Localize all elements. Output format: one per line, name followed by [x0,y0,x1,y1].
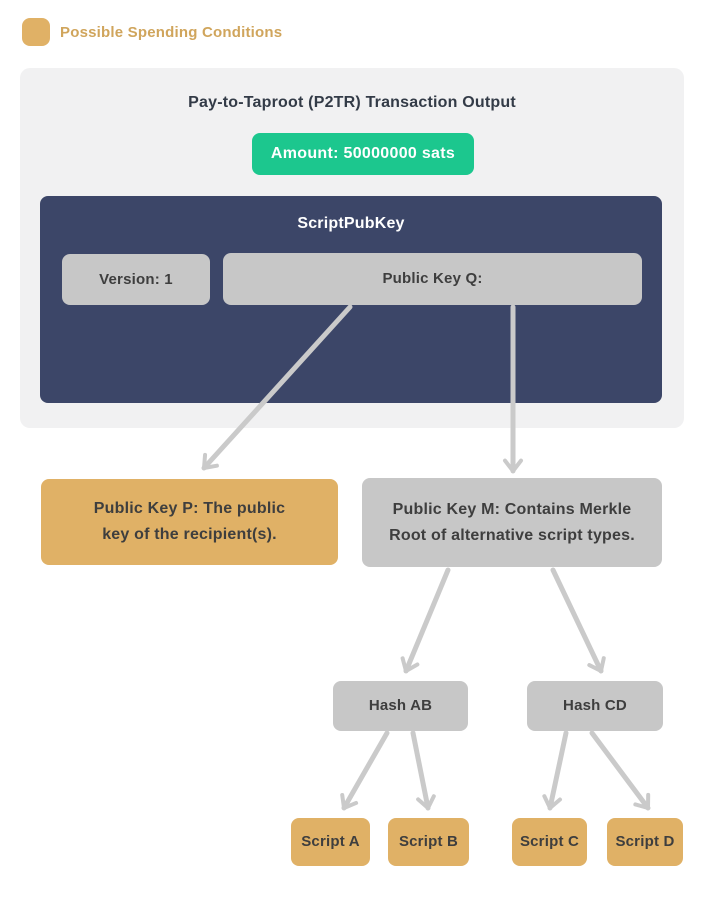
legend-gold-swatch [22,18,50,46]
pubkey-m-line1: Public Key M: Contains Merkle [392,500,632,518]
pubkey-p-node: Public Key P: The public key of the reci… [41,479,338,565]
pubkey-p-line1: Public Key P: The public [93,500,286,517]
pubkey-m-node: Public Key M: Contains Merkle Root of al… [362,478,662,567]
arrow-ab-to-script-b [410,730,436,811]
arrow-m-to-hash-cd [550,567,606,674]
version-box: Version: 1 [62,254,210,305]
script-d-node: Script D [607,818,683,866]
script-b-node: Script B [388,818,469,866]
arrow-cd-to-script-d [589,730,651,811]
scriptpubkey-label: ScriptPubKey [297,215,405,232]
legend-label: Possible Spending Conditions [60,23,283,41]
amount-badge: Amount: 50000000 sats [252,133,474,175]
hash-cd-node: Hash CD [527,681,663,731]
arrow-cd-to-script-c [542,730,569,811]
transaction-output-panel: Pay-to-Taproot (P2TR) Transaction Output… [20,68,684,428]
hash-ab-node: Hash AB [333,681,468,731]
panel-title: Pay-to-Taproot (P2TR) Transaction Output [188,94,516,111]
scriptpubkey-box: ScriptPubKey Version: 1 Public Key Q: [40,196,662,403]
pubkey-q-box: Public Key Q: [223,253,642,305]
script-a-node: Script A [291,818,370,866]
pubkey-m-line2: Root of alternative script types. [389,526,635,544]
arrow-ab-to-script-a [340,730,390,811]
pubkey-p-line2: key of the recipient(s). [102,526,277,543]
script-c-node: Script C [512,818,587,866]
arrow-m-to-hash-ab [400,567,451,674]
